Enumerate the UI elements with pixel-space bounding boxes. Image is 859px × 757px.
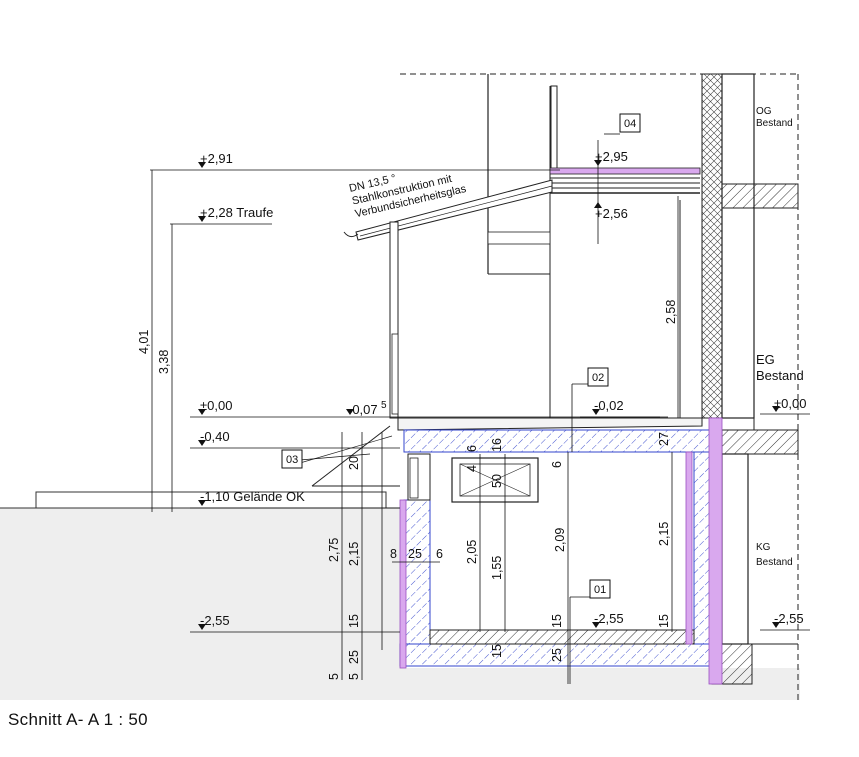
level-255-right: -2,55	[774, 611, 804, 626]
svg-text:2,05: 2,05	[465, 540, 479, 564]
level-255: -2,55	[200, 613, 230, 628]
svg-text:EG: EG	[756, 352, 775, 367]
tag-04: 04	[624, 118, 636, 130]
glass-roof	[343, 179, 553, 419]
level-295: +2,95	[595, 149, 628, 164]
svg-text:15: 15	[550, 614, 564, 628]
level-255-mid: -2,55	[594, 611, 624, 626]
floor-labels: OG Bestand EG Bestand KG Bestand	[756, 106, 804, 568]
svg-text:15: 15	[490, 644, 504, 658]
tag-boxes	[281, 113, 641, 599]
tag-02: 02	[592, 372, 604, 384]
dimensions	[150, 133, 810, 684]
svg-text:25: 25	[550, 648, 564, 662]
svg-text:2,15: 2,15	[347, 542, 361, 566]
level-000-right: ±0,00	[774, 396, 806, 411]
basement	[299, 417, 723, 685]
svg-text:25: 25	[347, 650, 361, 664]
level-110: -1,10 Gelände OK	[200, 489, 305, 504]
dimension-labels: 4,01 3,38 2,58 2,75 2,15 20 15 25 5 5 8 …	[137, 300, 678, 680]
svg-text:27: 27	[657, 432, 671, 446]
svg-text:6: 6	[436, 547, 443, 561]
level-256: +2,56	[595, 206, 628, 221]
upper-structure	[487, 74, 701, 418]
svg-text:1,55: 1,55	[490, 556, 504, 580]
level-labels: +2,91 +2,28 Traufe ±0,00 -0,40 -1,10 Gel…	[200, 149, 806, 628]
svg-text:KG: KG	[756, 542, 771, 553]
svg-text:Bestand: Bestand	[756, 557, 793, 568]
svg-text:50: 50	[490, 474, 504, 488]
drawing-title: Schnitt A- A 1 : 50	[8, 710, 148, 729]
svg-text:2,09: 2,09	[553, 528, 567, 552]
level-007: -0,07	[348, 402, 378, 417]
svg-text:3,38: 3,38	[157, 350, 171, 374]
svg-text:4: 4	[465, 465, 479, 472]
svg-text:8: 8	[390, 547, 397, 561]
svg-text:16: 16	[490, 438, 504, 452]
svg-text:Bestand: Bestand	[756, 118, 793, 129]
level-291: +2,91	[200, 151, 233, 166]
svg-text:5: 5	[347, 673, 361, 680]
svg-text:6: 6	[550, 461, 564, 468]
level-007-sup: 5	[381, 400, 387, 411]
svg-text:5: 5	[327, 673, 341, 680]
svg-text:6: 6	[465, 445, 479, 452]
svg-text:15: 15	[657, 614, 671, 628]
tag-03: 03	[286, 454, 298, 466]
svg-text:2,75: 2,75	[327, 538, 341, 562]
level-002: -0,02	[594, 398, 624, 413]
tag-labels: 04 02 03 01	[286, 118, 636, 596]
svg-text:20: 20	[347, 456, 361, 470]
existing-building	[400, 73, 799, 700]
svg-text:15: 15	[347, 614, 361, 628]
tag-01: 01	[594, 584, 606, 596]
level-triangles	[198, 160, 780, 630]
level-228: +2,28 Traufe	[200, 205, 273, 220]
svg-text:OG: OG	[756, 106, 772, 117]
svg-text:25: 25	[408, 547, 422, 561]
svg-text:4,01: 4,01	[137, 330, 151, 354]
svg-text:Bestand: Bestand	[756, 368, 804, 383]
level-040: -0,40	[200, 429, 230, 444]
svg-text:2,58: 2,58	[664, 300, 678, 324]
svg-text:2,15: 2,15	[657, 522, 671, 546]
level-000: ±0,00	[200, 398, 232, 413]
